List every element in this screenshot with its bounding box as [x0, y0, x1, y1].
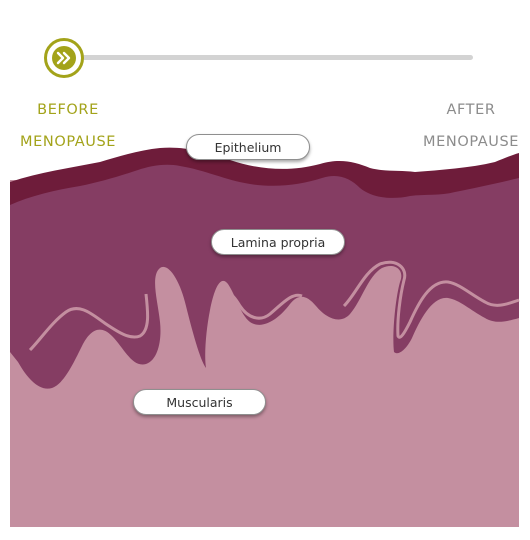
lamina-propria-layer	[10, 164, 519, 389]
after-menopause-label[interactable]: AFTER MENOPAUSE	[423, 86, 519, 166]
muscularis-label[interactable]: Muscularis	[133, 389, 266, 415]
double-chevron-right-icon	[56, 51, 71, 65]
timeline-track[interactable]	[64, 55, 473, 60]
after-label-line2: MENOPAUSE	[423, 134, 520, 150]
fold-outline-left	[28, 293, 150, 352]
lamina-propria-label[interactable]: Lamina propria	[211, 229, 345, 255]
before-label-line2: MENOPAUSE	[20, 134, 117, 150]
before-menopause-label[interactable]: BEFORE MENOPAUSE	[20, 86, 116, 166]
fold-outline-mid	[222, 292, 303, 320]
epithelium-label[interactable]: Epithelium	[186, 134, 310, 160]
timeline-handle[interactable]	[44, 38, 84, 78]
after-label-line1: AFTER	[446, 102, 496, 118]
before-label-line1: BEFORE	[37, 102, 99, 118]
handle-inner	[52, 46, 76, 70]
fold-outline	[342, 260, 520, 339]
